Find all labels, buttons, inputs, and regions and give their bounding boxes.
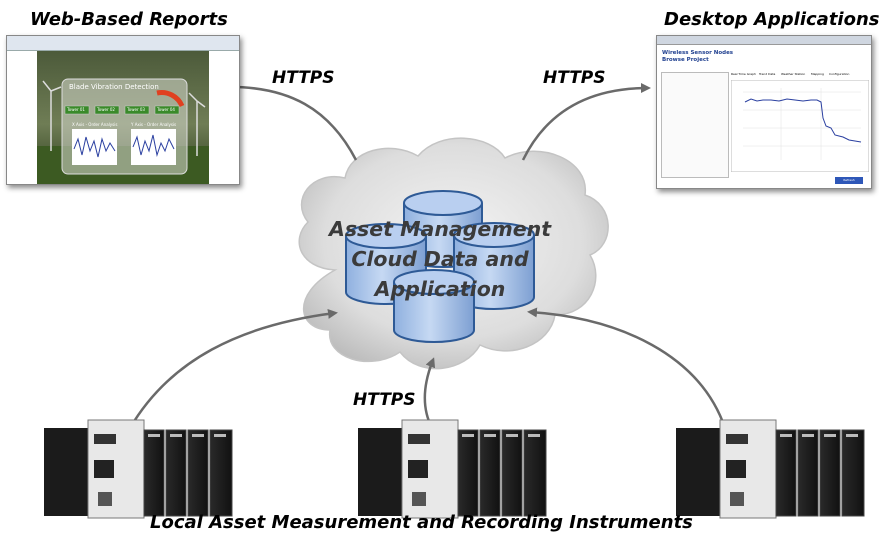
wind-farm-image: [7, 51, 239, 184]
cylinder-front: [393, 269, 475, 343]
instrument-left: [44, 419, 233, 519]
tower-02-button[interactable]: Tower 02: [97, 107, 115, 112]
cloud-label-line-1: Asset Management: [328, 217, 551, 241]
cloud-label-line-2: Cloud Data and: [351, 247, 529, 271]
arrow-to-web-reports: [219, 81, 358, 161]
arrow-right-instrument: [527, 307, 727, 429]
y-axis-analysis-label: Y Axis - Order Analysis: [131, 122, 177, 127]
web-reports-title: Web-Based Reports: [30, 9, 228, 30]
browser-chrome: [7, 36, 239, 51]
tower-01-button[interactable]: Tower 01: [67, 107, 85, 112]
desktop-app-screenshot: Wireless Sensor Nodes Browse Project Rea…: [656, 35, 872, 189]
desktop-title-line1: Wireless Sensor Nodes: [662, 50, 734, 56]
https-label-desktop: HTTPS: [543, 68, 606, 88]
web-report-title: Blade Vibration Detection: [69, 83, 159, 91]
project-tree: [661, 72, 729, 178]
tab-trend-data[interactable]: Trend Data: [759, 72, 776, 76]
tower-buttons: Tower 01 Tower 02 Tower 03 Tower 04: [65, 106, 185, 114]
tower-04-button[interactable]: Tower 04: [157, 107, 175, 112]
https-label-instruments: HTTPS: [353, 390, 416, 410]
desktop-title-line2: Browse Project: [662, 57, 709, 63]
tab-configuration[interactable]: Configuration: [829, 72, 850, 76]
trend-chart: [731, 80, 869, 172]
refresh-button[interactable]: Refresh: [835, 177, 863, 184]
instrument-middle: [358, 419, 547, 519]
tab-bar: Real Time Graph Trend Data Weather Stati…: [731, 72, 869, 78]
database-icon: [345, 190, 535, 343]
arrow-left-instrument: [128, 308, 338, 429]
connections: [128, 81, 727, 429]
tab-real-time-graph[interactable]: Real Time Graph: [731, 72, 756, 76]
window-chrome: [657, 36, 871, 45]
instrument-right: [676, 419, 865, 519]
web-report-screenshot: Blade Vibration Detection Tower 01 Tower…: [6, 35, 240, 185]
arrow-to-desktop-app: [521, 83, 651, 161]
cloud-label: Asset Management Cloud Data and Applicat…: [320, 214, 560, 304]
tab-weather-station[interactable]: Weather Station: [781, 72, 806, 76]
cloud-label-line-3: Application: [374, 277, 506, 301]
web-report-body: Blade Vibration Detection Tower 01 Tower…: [7, 51, 239, 184]
arrow-middle-instrument: [423, 357, 436, 429]
https-label-web: HTTPS: [272, 68, 335, 88]
x-axis-analysis-label: X Axis - Order Analysis: [72, 122, 118, 127]
desktop-apps-title: Desktop Applications: [664, 9, 879, 30]
instruments-title: Local Asset Measurement and Recording In…: [150, 512, 693, 533]
tab-mapping[interactable]: Mapping: [811, 72, 824, 76]
tower-03-button[interactable]: Tower 03: [127, 107, 145, 112]
